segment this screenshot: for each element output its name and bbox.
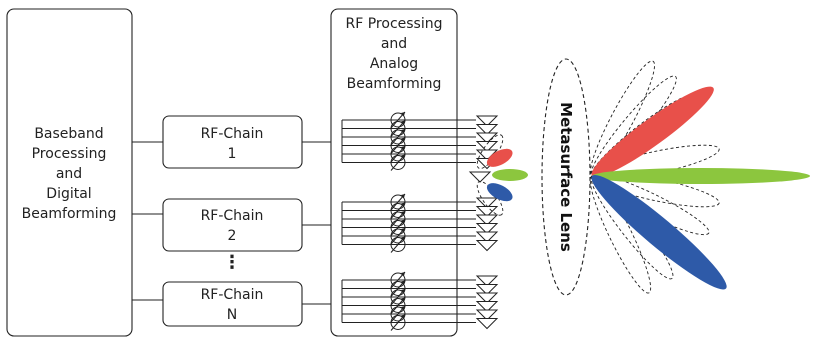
phase-shifter-arrowhead xyxy=(401,289,405,293)
phase-shifter-icon xyxy=(390,211,406,227)
phase-shifter-icon xyxy=(390,146,406,162)
baseband-label-line-5: Beamforming xyxy=(22,206,117,222)
phase-shifter-arrow xyxy=(390,227,406,245)
rf-chain-1-number: 1 xyxy=(228,146,237,162)
phase-shifter-arrow xyxy=(390,120,406,137)
phase-shifter-arrow xyxy=(390,210,406,228)
near-beam-green xyxy=(492,169,528,181)
phase-shifter-icon xyxy=(390,289,406,305)
baseband-label-line-4: Digital xyxy=(46,186,91,202)
phase-shifter-arrowhead xyxy=(401,306,405,310)
rf-chain-n-number: N xyxy=(227,307,237,323)
phase-shifter-arrowhead xyxy=(401,154,405,159)
phase-shifter-arrowhead xyxy=(401,194,405,198)
phase-shifter-icon xyxy=(390,306,406,322)
phase-shifter-arrowhead xyxy=(401,146,405,150)
phase-shifter-icon xyxy=(390,203,406,218)
antenna-element-icon xyxy=(475,115,499,127)
antenna-element-icon xyxy=(475,141,499,153)
rf-chain-2-label: RF-Chain xyxy=(201,208,264,224)
phase-shifter-arrow xyxy=(390,154,406,171)
phase-shifter-arrow xyxy=(390,202,406,219)
far-field-beam-pattern xyxy=(589,60,810,294)
phase-shifter-icon xyxy=(390,138,406,153)
antenna-element-icon xyxy=(475,309,499,321)
rf-chain-ellipsis: ⋮ xyxy=(223,252,241,273)
phase-shifter-arrow xyxy=(390,145,406,163)
phase-shifter-arrowhead xyxy=(401,120,405,125)
antenna-element-icon xyxy=(475,301,499,313)
antenna-element-icon xyxy=(475,124,499,136)
antenna-element-icon xyxy=(475,132,499,144)
baseband-label-line-2: Processing xyxy=(32,146,107,162)
phase-shifter-icon xyxy=(390,220,406,235)
phase-shifter-arrow xyxy=(390,236,406,253)
near-beam-blue xyxy=(486,183,513,202)
phase-shifter-arrowhead xyxy=(401,219,405,224)
antenna-element-icon xyxy=(475,197,499,209)
phase-shifter-arrowhead xyxy=(401,297,405,302)
antenna-element-icon xyxy=(475,284,499,296)
antenna-element-icon xyxy=(475,214,499,226)
phase-shifter-arrowhead xyxy=(401,129,405,133)
phase-shifter-arrow xyxy=(390,128,406,146)
rf-chain-1-label: RF-Chain xyxy=(201,126,264,142)
antenna-element-icon xyxy=(475,240,499,252)
phase-shifter-arrowhead xyxy=(401,272,405,276)
phase-shifter-icon xyxy=(390,298,406,313)
rf-processing-label-line-3: Analog xyxy=(370,56,418,72)
phase-shifter-arrowhead xyxy=(401,314,405,319)
antenna-element-icon xyxy=(475,292,499,304)
phase-shifter-icon xyxy=(390,272,406,288)
phase-shifter-arrowhead xyxy=(401,112,405,116)
rf-chain-2-number: 2 xyxy=(228,228,237,244)
phase-shifter-arrow xyxy=(390,111,406,129)
phase-shifter-icon xyxy=(390,155,406,170)
antenna-element-icon xyxy=(475,231,499,243)
phase-shifter-arrow xyxy=(390,219,406,236)
phase-shifter-icon xyxy=(390,315,406,330)
phase-shifter-arrowhead xyxy=(401,228,405,232)
metasurface-lens xyxy=(541,58,591,296)
phase-shifter-arrow xyxy=(390,137,406,154)
phase-shifter-icon xyxy=(390,237,406,252)
beam-blue xyxy=(591,174,727,290)
phase-shifter-icon xyxy=(390,281,406,296)
phase-shifter-array xyxy=(341,111,499,331)
beam-red xyxy=(591,86,714,178)
rf-chain-n-label: RF-Chain xyxy=(201,287,264,303)
baseband-label-line-3: and xyxy=(56,166,82,182)
rf-processing-label-line-1: RF Processing xyxy=(346,16,443,32)
phase-shifter-icon xyxy=(390,129,406,145)
phase-shifter-arrowhead xyxy=(401,280,405,285)
phase-shifter-icon xyxy=(390,228,406,244)
metasurface-lens-label: Metasurface Lens xyxy=(557,102,575,252)
phase-shifter-icon xyxy=(390,112,406,128)
near-beam-red xyxy=(486,148,513,167)
phase-shifter-arrowhead xyxy=(401,236,405,241)
phase-shifter-arrowhead xyxy=(401,211,405,215)
rf-processing-block xyxy=(330,8,458,337)
rf-processing-label-line-2: and xyxy=(381,36,407,52)
baseband-label-line-1: Baseband xyxy=(34,126,103,142)
phase-shifter-arrowhead xyxy=(401,202,405,207)
antenna-element-icon xyxy=(475,318,499,330)
beam-green xyxy=(592,168,810,184)
antenna-element-icon xyxy=(475,275,499,287)
phase-shifter-icon xyxy=(390,194,406,210)
feed-antenna-icon xyxy=(468,171,492,183)
phase-shifter-arrowhead xyxy=(401,137,405,142)
phase-shifter-arrow xyxy=(390,193,406,211)
phase-shifter-icon xyxy=(390,121,406,136)
baseband-processing-block xyxy=(6,8,133,337)
antenna-element-icon xyxy=(475,223,499,235)
rf-processing-label-line-4: Beamforming xyxy=(347,76,442,92)
